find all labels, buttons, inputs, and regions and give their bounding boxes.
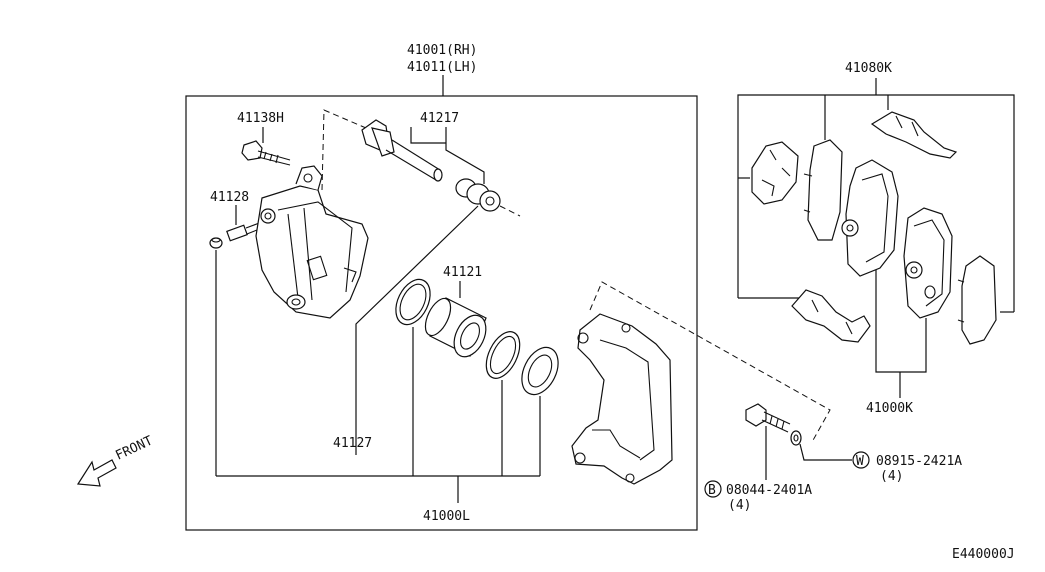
pad-shim-plate-part bbox=[803, 139, 843, 241]
caliper-bracket-part bbox=[571, 313, 673, 485]
bolt-code: B bbox=[708, 483, 716, 498]
dust-boot-part bbox=[521, 346, 559, 396]
bolt-code-badge bbox=[704, 480, 722, 498]
label-washer-qty: (4) bbox=[880, 469, 903, 484]
brake-pad-outer-part bbox=[903, 207, 953, 319]
guide-pin-part bbox=[361, 119, 443, 182]
front-direction-arrow bbox=[76, 459, 117, 487]
label-seal-kit: 41127 bbox=[333, 436, 372, 451]
caliper-assembly-frame bbox=[185, 95, 698, 531]
label-pad-kit: 41000K bbox=[866, 401, 913, 416]
anti-squeal-shim-part bbox=[751, 141, 799, 205]
diagram-id: E440000J bbox=[952, 547, 1015, 562]
label-bolt-qty: (4) bbox=[728, 498, 751, 513]
label-bolt: 08044-2401A bbox=[726, 483, 812, 498]
pad-outer-shim-part bbox=[957, 255, 997, 345]
piston-part bbox=[424, 297, 487, 358]
piston-seal-part bbox=[395, 278, 431, 326]
label-caliper-lh: 41011(LH) bbox=[407, 60, 477, 75]
label-piston: 41121 bbox=[443, 265, 482, 280]
label-front: FRONT bbox=[113, 433, 155, 463]
brake-pad-inner-part bbox=[841, 159, 899, 277]
pad-retainer-clip-bottom-part bbox=[791, 289, 871, 343]
label-bleeder: 41128 bbox=[210, 190, 249, 205]
label-caliper-rh: 41001(RH) bbox=[407, 43, 477, 58]
washer-part bbox=[790, 430, 802, 446]
washer-code: W bbox=[856, 454, 864, 469]
label-pad-hardware: 41080K bbox=[845, 61, 892, 76]
bleeder-cap-part bbox=[209, 237, 223, 249]
pin-bolt-part bbox=[241, 140, 291, 166]
label-repair-kit: 41000L bbox=[423, 509, 470, 524]
label-pin-bolt: 41138H bbox=[237, 111, 284, 126]
pin-boot-part bbox=[455, 178, 501, 212]
caliper-body-part bbox=[255, 165, 369, 319]
mounting-bolt-part bbox=[745, 403, 791, 433]
label-washer: 08915-2421A bbox=[876, 454, 962, 469]
pad-retainer-clip-top-part bbox=[870, 111, 958, 159]
label-pin-kit: 41217 bbox=[420, 111, 459, 126]
seal-ring-part bbox=[485, 331, 521, 379]
washer-code-badge bbox=[852, 451, 870, 469]
